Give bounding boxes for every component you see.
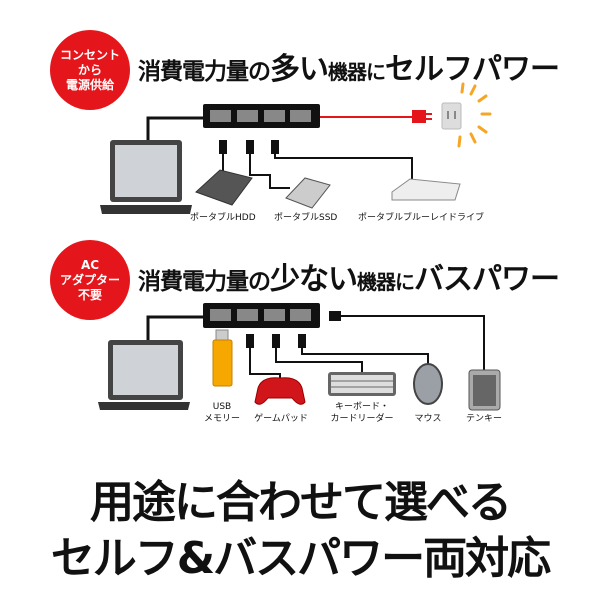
usb-hub-icon-2: [203, 303, 320, 328]
portable-ssd-icon: [285, 177, 331, 209]
title-emphasis: セルフパワー: [385, 52, 560, 87]
title-part: 機器に: [357, 270, 415, 294]
badge-line: 電源供給: [65, 77, 114, 92]
title-emphasis: バスパワー: [414, 262, 560, 297]
headline-line-1: 用途に合わせて選べる: [90, 477, 512, 528]
self-power-title: 消費電力量の多い機器にセルフパワー: [138, 44, 560, 88]
badge-line: コンセント: [59, 47, 120, 62]
self-power-badge: コンセント から 電源供給: [50, 30, 130, 110]
label-mouse: マウス: [414, 414, 442, 424]
label-keyboard-card-reader: キーボード・ カードリーダー: [325, 401, 399, 425]
label-line: USB: [212, 402, 232, 412]
power-plug-icon: [412, 110, 426, 123]
glow-rays-icon: [457, 82, 492, 148]
laptop-icon-2: [98, 340, 190, 410]
gamepad-icon: [254, 377, 306, 405]
title-part: 消費電力量の: [138, 269, 271, 295]
label-line: メモリー: [203, 414, 240, 424]
label-portable-hdd: ポータブルHDD: [190, 213, 256, 223]
laptop-icon: [100, 140, 192, 214]
wall-outlet-icon: [441, 102, 462, 130]
title-part: 機器に: [328, 60, 386, 84]
label-usb-memory: USB メモリー: [198, 401, 246, 425]
badge-line: AC: [80, 257, 100, 272]
bus-power-title: 消費電力量の少ない機器にバスパワー: [138, 254, 560, 298]
badge-line: から: [77, 62, 102, 77]
label-tenkey: テンキー: [465, 414, 502, 424]
mouse-icon: [413, 363, 443, 405]
badge-line: 不要: [77, 287, 102, 302]
usb-plug-icon: [329, 311, 341, 321]
label-line: カードリーダー: [330, 414, 394, 424]
usb-hub-icon: [203, 104, 320, 128]
title-part: 消費電力量の: [138, 59, 271, 85]
keyboard-icon: [328, 372, 396, 396]
badge-line: アダプター: [59, 272, 120, 287]
label-portable-ssd: ポータブルSSD: [274, 213, 338, 223]
usb-memory-icon: [212, 329, 233, 387]
tenkey-icon: [468, 369, 501, 411]
portable-hdd-icon: [195, 169, 253, 206]
label-line: キーボード・: [334, 402, 389, 412]
title-emphasis: 少ない: [270, 262, 358, 297]
headline-line-2: セルフ&バスパワー両対応: [50, 533, 551, 584]
bus-power-badge: AC アダプター 不要: [50, 240, 130, 320]
label-gamepad: ゲームパッド: [254, 414, 308, 424]
label-bluray-drive: ポータブルブルーレイドライブ: [358, 213, 485, 223]
title-emphasis: 多い: [270, 52, 329, 87]
bluray-drive-icon: [391, 178, 461, 201]
laptop-cable: [146, 116, 203, 140]
